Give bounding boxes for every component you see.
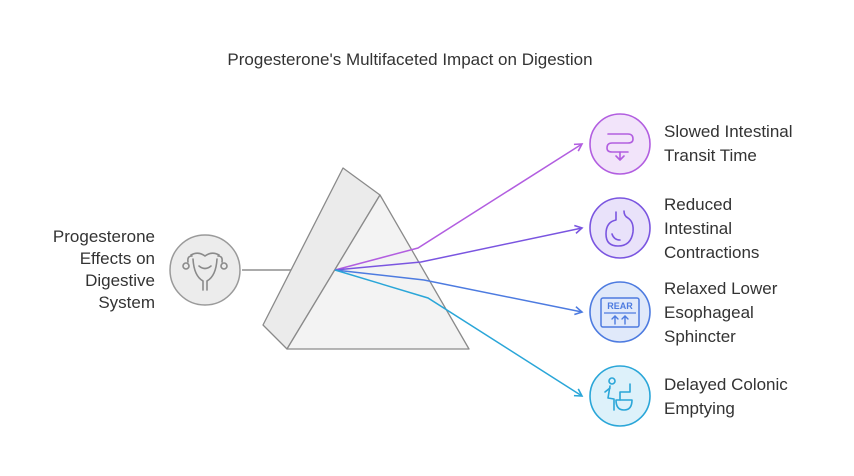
output-label-relaxed-sphincter: Relaxed Lower Esophageal Sphincter [664,277,777,349]
output-label-line: Reduced [664,195,733,214]
beam-reduced-contractions [334,224,584,271]
uterus-icon [169,234,241,306]
intestine-icon [589,113,651,175]
output-label-reduced-contractions: Reduced Intestinal Contractions [664,193,759,265]
output-label-line: Emptying [664,399,735,418]
restroom-icon [589,365,651,427]
source-label-line-1: Progesterone [52,227,155,246]
source-label-line-2: Effects on [79,249,155,268]
output-label-line: Esophageal [664,303,754,322]
sphincter-sign-icon: REAR [589,281,651,343]
output-label-line: Sphincter [664,327,736,346]
source-label-line-4: System [98,293,155,312]
output-label-line: Slowed Intestinal [664,122,793,141]
output-label-line: Transit Time [664,146,757,165]
beam-relaxed-sphincter [334,269,584,316]
diagram-title: Progesterone's Multifaceted Impact on Di… [227,50,593,69]
beam-slowed-transit [334,143,584,271]
output-label-line: Relaxed Lower [664,279,778,298]
sphincter-sign-text: REAR [607,301,633,311]
stomach-icon [589,197,651,259]
output-label-line: Intestinal [664,219,733,238]
beam-delayed-emptying [334,269,584,397]
output-label-delayed-emptying: Delayed Colonic Emptying [664,373,788,421]
prism [262,167,470,350]
source-label-line-3: Digestive [85,271,155,290]
output-label-slowed-transit: Slowed Intestinal Transit Time [664,120,793,168]
source-label: Progesterone Effects on Digestive System [20,226,155,314]
output-label-line: Contractions [664,243,760,262]
output-label-line: Delayed Colonic [664,375,788,394]
